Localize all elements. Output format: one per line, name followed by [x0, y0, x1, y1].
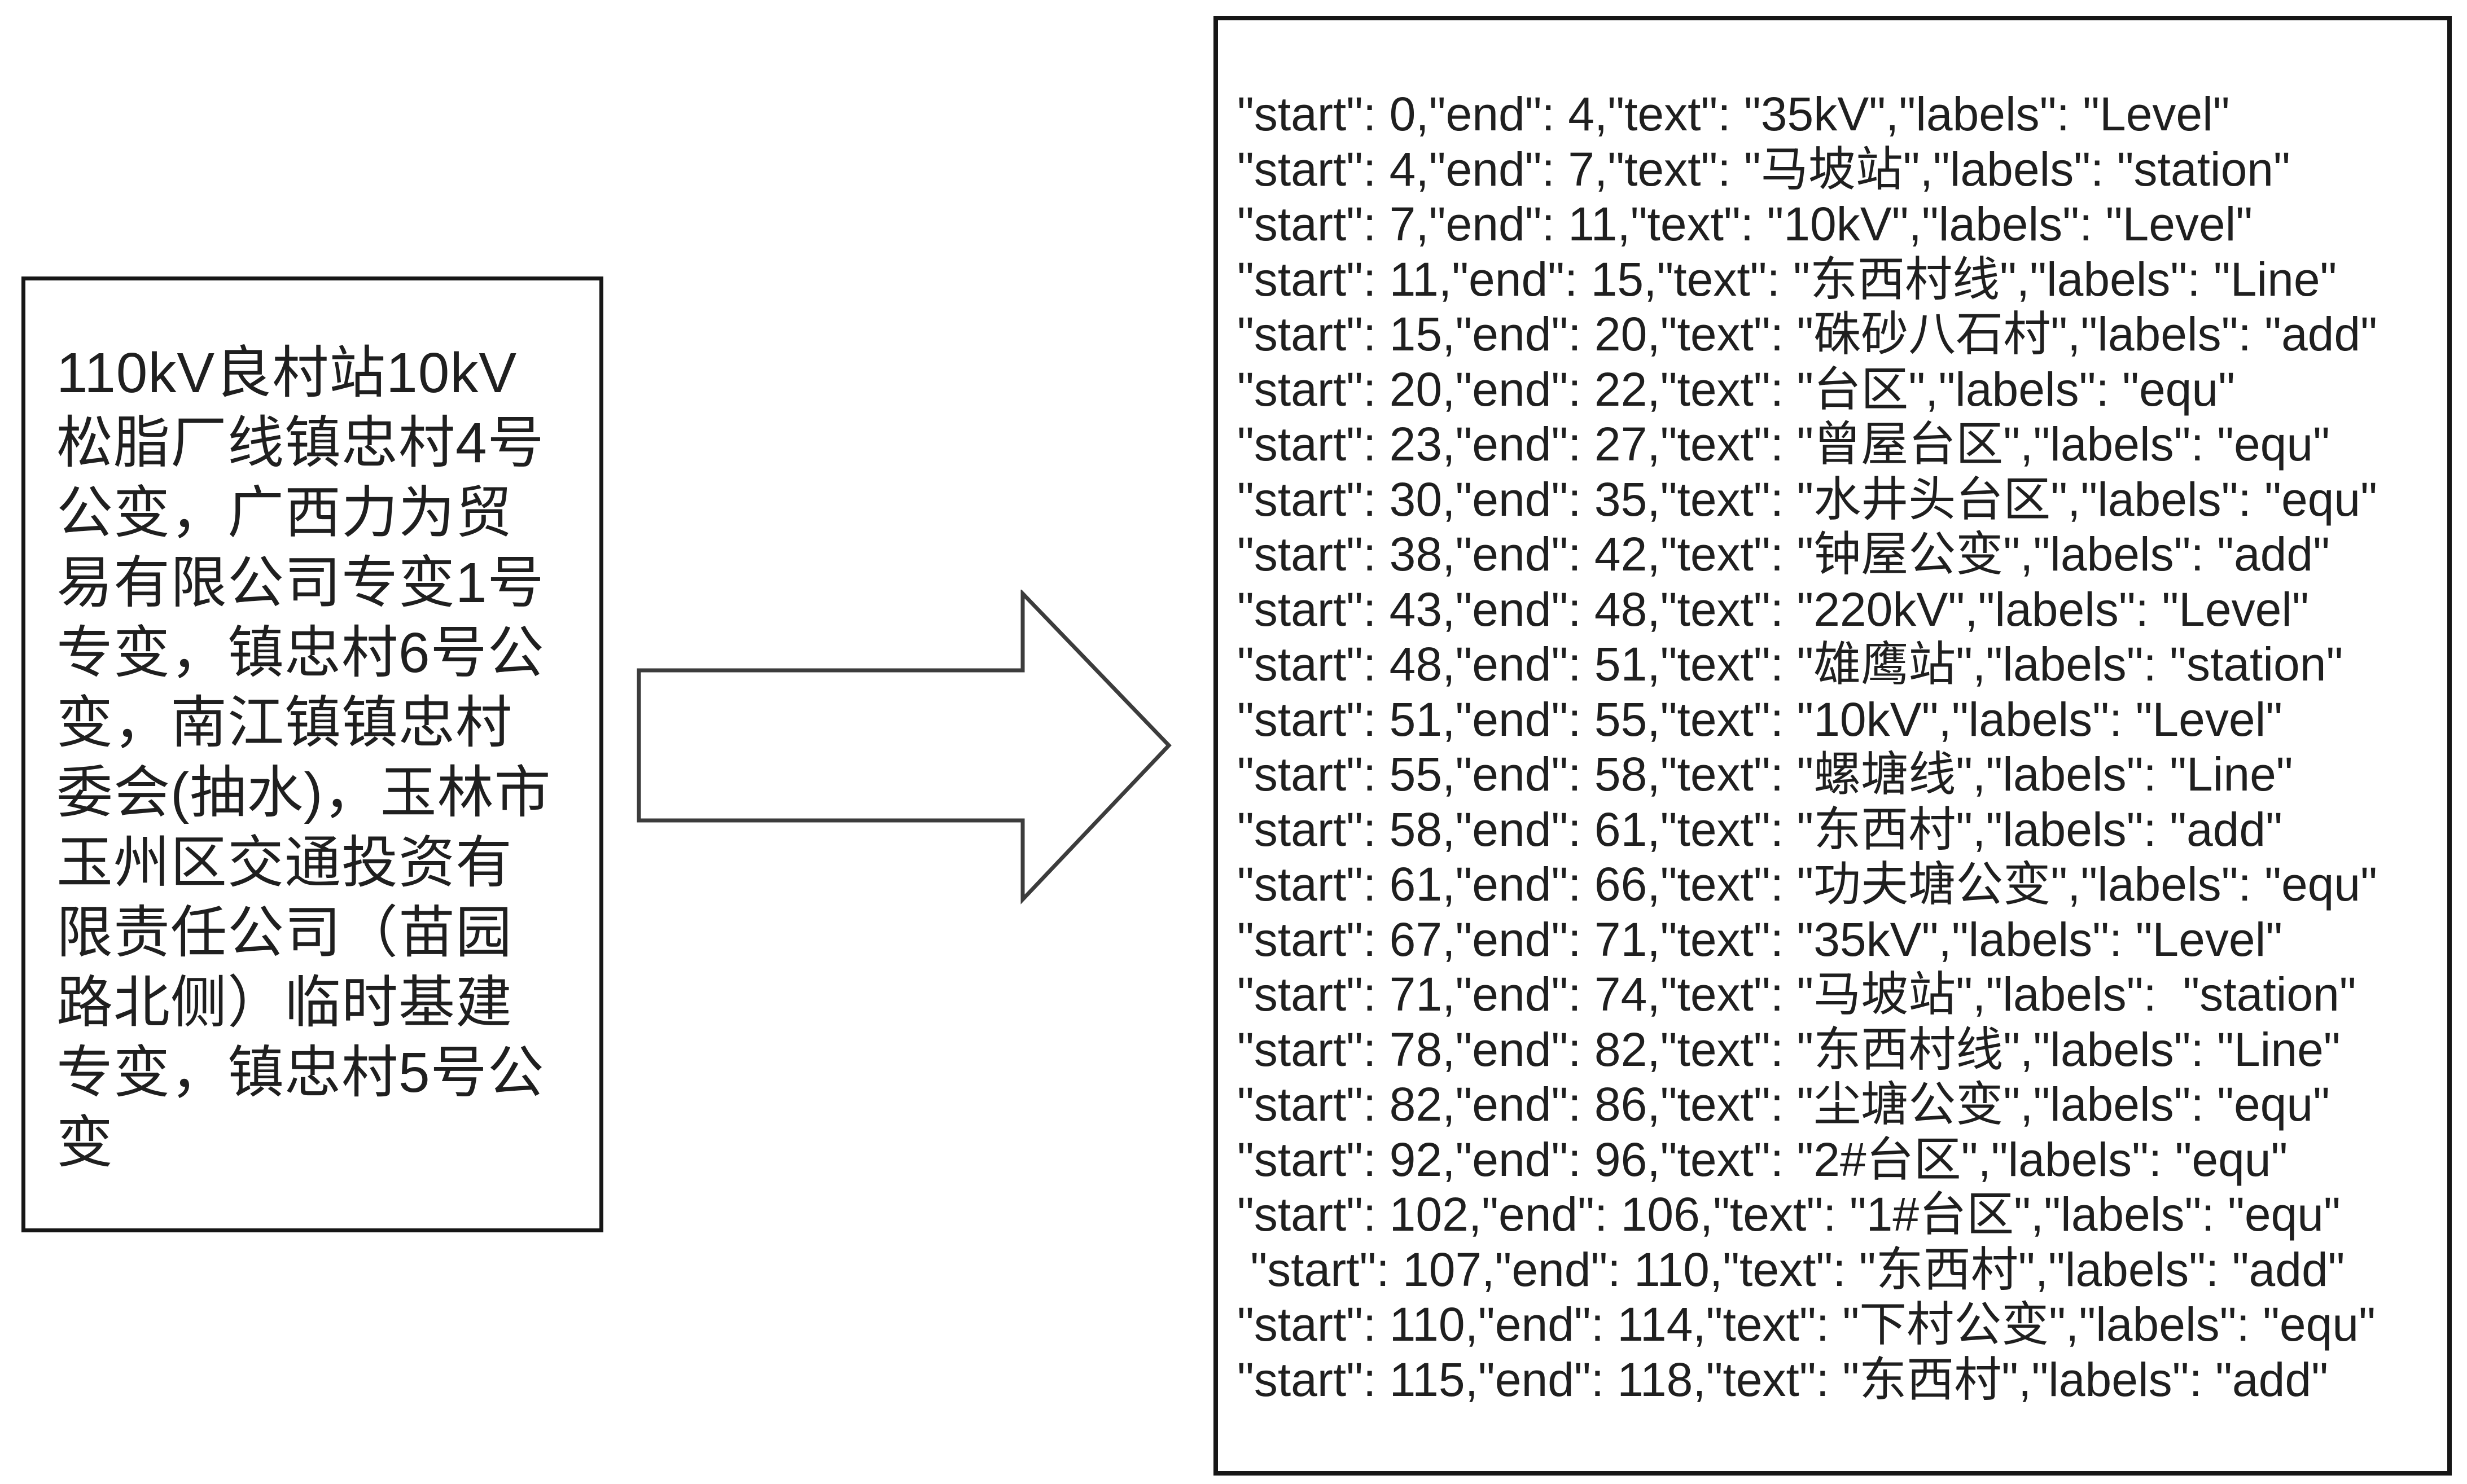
annotation-row: "start": 55,"end": 58,"text": "螺塘线","lab…: [1237, 748, 2293, 801]
source-text-line: 限责任公司（苗园: [56, 901, 512, 964]
source-text-line: 委会(抽水)，玉林市: [56, 761, 551, 824]
source-text-line: 易有限公司专变1号: [56, 551, 545, 614]
source-text-line: 专变，镇忠村5号公: [56, 1041, 545, 1104]
annotation-row: "start": 43,"end": 48,"text": "220kV","l…: [1237, 582, 2309, 636]
annotation-row: "start": 58,"end": 61,"text": "东西村","lab…: [1237, 802, 2282, 856]
annotation-row: "start": 7,"end": 11,"text": "10kV","lab…: [1237, 197, 2253, 251]
source-text-line: 变: [56, 1111, 113, 1174]
annotation-row: "start": 48,"end": 51,"text": "雄鹰站","lab…: [1237, 638, 2343, 691]
annotation-row: "start": 102,"end": 106,"text": "1#台区","…: [1237, 1188, 2341, 1241]
annotation-row: "start": 0,"end": 4,"text": "35kV","labe…: [1237, 87, 2230, 141]
annotation-row: "start": 23,"end": 27,"text": "曾屋台区","la…: [1237, 418, 2330, 471]
right-block-arrow-icon: [637, 590, 1172, 905]
annotation-row: "start": 107,"end": 110,"text": "东西村","l…: [1237, 1242, 2345, 1296]
annotation-row: "start": 61,"end": 66,"text": "功夫塘公变","l…: [1237, 858, 2377, 911]
annotation-row: "start": 67,"end": 71,"text": "35kV","la…: [1237, 912, 2283, 966]
annotation-row: "start": 51,"end": 55,"text": "10kV","la…: [1237, 692, 2283, 746]
annotation-output-box: "start": 0,"end": 4,"text": "35kV","labe…: [1213, 16, 2452, 1476]
source-text-line: 路北侧）临时基建: [56, 971, 512, 1034]
annotation-row: "start": 78,"end": 82,"text": "东西村线","la…: [1237, 1022, 2341, 1076]
annotation-row: "start": 15,"end": 20,"text": "硃砂八石村","l…: [1237, 308, 2377, 361]
annotation-row: "start": 30,"end": 35,"text": "水井头台区","l…: [1237, 472, 2377, 526]
annotation-row: "start": 115,"end": 118,"text": "东西村","l…: [1237, 1353, 2328, 1406]
source-text-line: 公变，广西力为贸: [56, 481, 512, 545]
annotation-row: "start": 11,"end": 15,"text": "东西村线","la…: [1237, 252, 2337, 306]
annotation-row: "start": 82,"end": 86,"text": "尘塘公变","la…: [1237, 1078, 2330, 1131]
annotation-list: "start": 0,"end": 4,"text": "35kV","labe…: [1237, 87, 2438, 1407]
annotation-row: "start": 71,"end": 74,"text": "马坡站","lab…: [1237, 968, 2356, 1021]
annotation-row: "start": 4,"end": 7,"text": "马坡站","label…: [1237, 142, 2290, 196]
source-text-line: 110kV良村站10kV: [56, 341, 518, 405]
source-text-line: 变，南江镇镇忠村: [56, 691, 512, 754]
source-text-line: 松脂厂线镇忠村4号: [56, 411, 545, 475]
source-text-line: 玉州区交通投资有: [56, 831, 512, 894]
annotation-row: "start": 38,"end": 42,"text": "钟屋公变","la…: [1237, 528, 2330, 581]
annotation-row: "start": 92,"end": 96,"text": "2#台区","la…: [1237, 1132, 2288, 1186]
source-text-line: 专变，镇忠村6号公: [56, 621, 545, 684]
annotation-row: "start": 20,"end": 22,"text": "台区","labe…: [1237, 362, 2235, 416]
annotation-row: "start": 110,"end": 114,"text": "下村公变","…: [1237, 1298, 2376, 1351]
